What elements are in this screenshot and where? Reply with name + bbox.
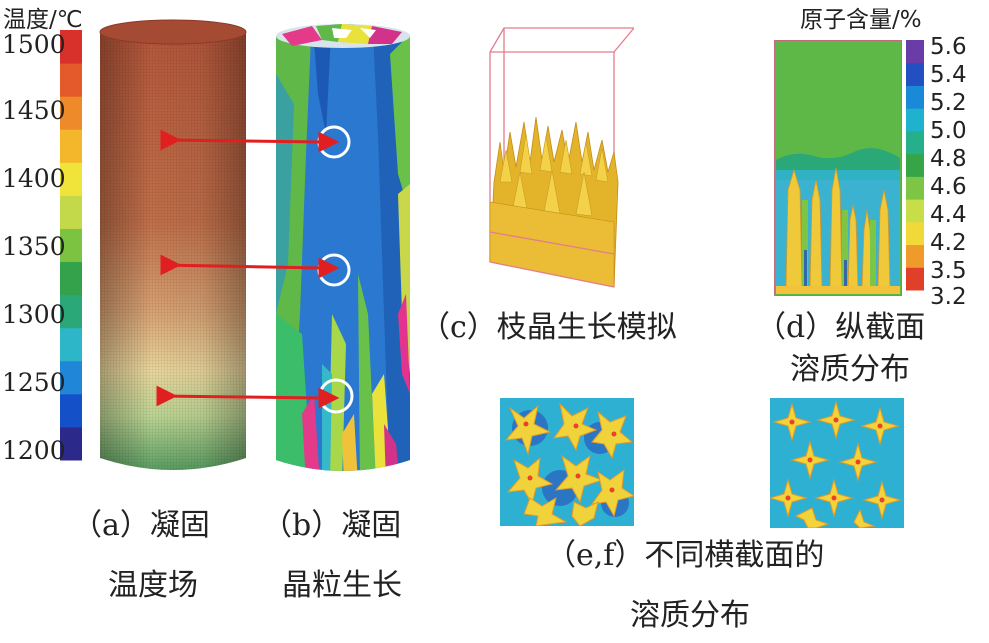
colorbar-segment [60,228,82,263]
caption-b-line1: （b）凝固 [262,508,402,543]
cross-section-f [770,398,904,528]
caption-b-line2: 晶粒生长 [282,568,402,603]
tick-1400: 1400 [2,164,66,193]
grain-growth-cylinder [276,24,410,471]
colorbar-segment [60,129,82,163]
tick-5-6: 5.6 [930,34,967,60]
colorbar-segment [60,195,82,229]
colorbar-segment [60,360,82,395]
caption-d-line2: 溶质分布 [790,352,910,387]
tick-5-0: 5.0 [930,118,967,144]
colorbar-segment [906,244,924,268]
colorbar-segment [60,393,82,428]
tick-1450: 1450 [2,96,66,125]
tick-1500: 1500 [2,30,66,59]
tick-1250: 1250 [2,368,66,397]
colorbar-segment [906,176,924,200]
colorbar-segment [60,426,82,461]
panel-d-legend-title: 原子含量/% [800,7,922,33]
panel-a-legend-title: 温度/℃ [3,7,83,33]
caption-ef-line2: 溶质分布 [630,598,750,633]
colorbar-segment [60,294,82,329]
colorbar-segment [906,85,924,109]
tick-1350: 1350 [2,232,66,261]
tick-5-2: 5.2 [930,90,967,116]
caption-d-line1: （d）纵截面 [756,310,926,345]
colorbar-segment [60,327,82,362]
temperature-colorbar [60,30,82,461]
concentration-colorbar [906,40,924,291]
dendrite-growth-simulation [489,27,634,288]
colorbar-segment [906,62,924,86]
arrow-2 [161,263,323,270]
caption-a-line2: 温度场 [108,568,198,603]
colorbar-segment [60,30,82,64]
colorbar-segment [60,261,82,296]
temperature-ticks: 1500 1450 1400 1350 1300 1250 1200 [0,30,66,470]
colorbar-segment [906,199,924,223]
arrow-1 [161,138,323,144]
longitudinal-section [774,40,902,296]
caption-a-line1: （a）凝固 [72,508,210,543]
tick-4-2: 4.2 [930,230,967,256]
colorbar-segment [906,153,924,177]
colorbar-segment [906,40,924,64]
colorbar-segment [60,63,82,97]
colorbar-segment [906,130,924,155]
concentration-ticks: 5.6 5.4 5.2 5.0 4.8 4.6 4.4 4.2 3.5 3.2 [928,34,988,310]
caption-ef-line1: （e,f）不同横截面的 [546,538,825,573]
cross-section-e [500,398,634,526]
colorbar-segment [60,96,82,130]
colorbar-segment [906,267,924,291]
caption-c: （c）枝晶生长模拟 [420,310,677,345]
tick-3-5: 3.5 [930,258,967,284]
colorbar-segment [906,108,924,132]
colorbar-segment [906,221,924,246]
tick-4-8: 4.8 [930,146,967,172]
tick-1200: 1200 [2,436,66,465]
colorbar-segment [60,162,82,196]
tick-5-4: 5.4 [930,62,967,88]
temperature-field-cylinder [99,19,247,470]
tick-1300: 1300 [2,300,66,329]
arrow-3 [157,394,323,400]
tick-4-6: 4.6 [930,174,967,200]
tick-3-2: 3.2 [930,284,967,310]
correspondence-arrows [156,129,340,409]
tick-4-4: 4.4 [930,202,967,228]
